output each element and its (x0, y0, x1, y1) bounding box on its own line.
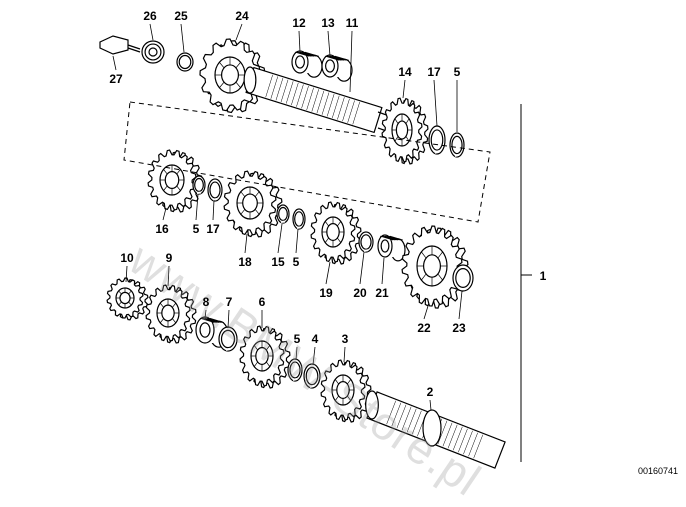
callout-16[interactable]: 16 (155, 222, 169, 236)
needle-bearing-8 (195, 316, 229, 348)
callout-20[interactable]: 20 (353, 286, 367, 300)
callout-12[interactable]: 12 (292, 16, 306, 30)
callout-8[interactable]: 8 (202, 295, 210, 309)
circlip-5-mid2 (292, 208, 306, 230)
callout-15[interactable]: 15 (271, 255, 285, 269)
leader-line-22 (423, 305, 429, 320)
washer-25 (176, 52, 194, 72)
callout-17-top[interactable]: 17 (427, 65, 441, 79)
leader-line-4 (298, 30, 301, 53)
callout-21[interactable]: 21 (375, 286, 389, 300)
gear-14 (381, 97, 429, 165)
gear-18 (223, 170, 283, 238)
leader-line-30 (429, 399, 432, 411)
leader-line-18 (167, 265, 170, 287)
gear-19 (310, 201, 362, 265)
callout-27[interactable]: 27 (109, 72, 123, 86)
leader-line-20 (359, 251, 365, 285)
ring-17-mid (207, 178, 223, 202)
callout-19[interactable]: 19 (319, 286, 333, 300)
gear-22 (401, 225, 469, 309)
callout-22[interactable]: 22 (417, 321, 431, 335)
ring-15 (276, 204, 290, 224)
callout-14[interactable]: 14 (398, 65, 412, 79)
needle-bearing-13 (321, 54, 353, 82)
ring-20 (358, 231, 374, 253)
leader-line-13 (212, 199, 215, 221)
gear-10 (106, 277, 149, 321)
gear-3 (320, 359, 372, 423)
leader-line-24 (204, 309, 207, 319)
callout-5-top[interactable]: 5 (453, 65, 461, 79)
sprocket-24 (199, 38, 266, 114)
leader-line-7 (112, 55, 117, 71)
needle-bearing-21 (377, 234, 406, 262)
assembly-outline (123, 101, 491, 223)
leader-line-1 (149, 23, 154, 41)
leader-line-6 (349, 30, 353, 93)
leader-line-8 (402, 79, 406, 99)
circlip-5-mid1 (192, 175, 206, 195)
circlip-5-low (287, 358, 303, 382)
leader-line-12 (195, 193, 199, 221)
callout-6[interactable]: 6 (258, 295, 266, 309)
callout-7[interactable]: 7 (225, 295, 233, 309)
callout-5-mid2[interactable]: 5 (292, 255, 300, 269)
input-shaft-11 (243, 66, 383, 134)
gear-9 (145, 284, 197, 344)
callout-5-mid1[interactable]: 5 (192, 222, 200, 236)
callout-10[interactable]: 10 (120, 251, 134, 265)
callout-17-mid[interactable]: 17 (206, 222, 220, 236)
callout-3[interactable]: 3 (341, 332, 349, 346)
leader-line-14 (244, 233, 248, 254)
leader-line-27 (295, 346, 298, 361)
leader-line-19 (325, 261, 331, 285)
leader-line-3 (235, 23, 243, 41)
leader-line-16 (295, 228, 299, 254)
callout-25[interactable]: 25 (174, 9, 188, 23)
callout-11[interactable]: 11 (345, 16, 359, 30)
callout-5-low[interactable]: 5 (293, 332, 301, 346)
callout-9[interactable]: 9 (165, 251, 173, 265)
leader-line-5 (327, 30, 331, 57)
ring-4 (303, 363, 321, 389)
callout-23[interactable]: 23 (452, 321, 466, 335)
leader-line-29 (343, 346, 346, 363)
leader-line-25 (227, 309, 230, 329)
callout-13[interactable]: 13 (321, 16, 335, 30)
leader-line-9 (433, 79, 438, 127)
callout-2[interactable]: 2 (426, 385, 434, 399)
callout-4[interactable]: 4 (311, 332, 319, 346)
leader-line-17 (125, 265, 128, 283)
ring-17-top (428, 125, 446, 155)
shaft-collar (422, 409, 442, 447)
callout-24[interactable]: 24 (235, 9, 249, 23)
leader-line-11 (162, 207, 167, 221)
callout-26[interactable]: 26 (143, 9, 157, 23)
document-number: 00160741 (637, 466, 678, 476)
callout-18[interactable]: 18 (238, 255, 252, 269)
leader-line-21 (381, 257, 385, 285)
leader-line-2 (180, 23, 185, 53)
ring-7 (218, 326, 238, 352)
bolt-27 (99, 35, 129, 55)
callout-1[interactable]: 1 (539, 269, 547, 283)
exploded-gearbox-diagram (99, 23, 532, 469)
leader-line-28 (312, 346, 316, 366)
gear-6 (239, 325, 291, 389)
circlip-5-top (449, 132, 465, 158)
washer-23 (452, 264, 474, 292)
leader-line-15 (277, 223, 283, 254)
leader-line-23 (458, 290, 463, 320)
needle-bearing-12 (291, 50, 323, 78)
